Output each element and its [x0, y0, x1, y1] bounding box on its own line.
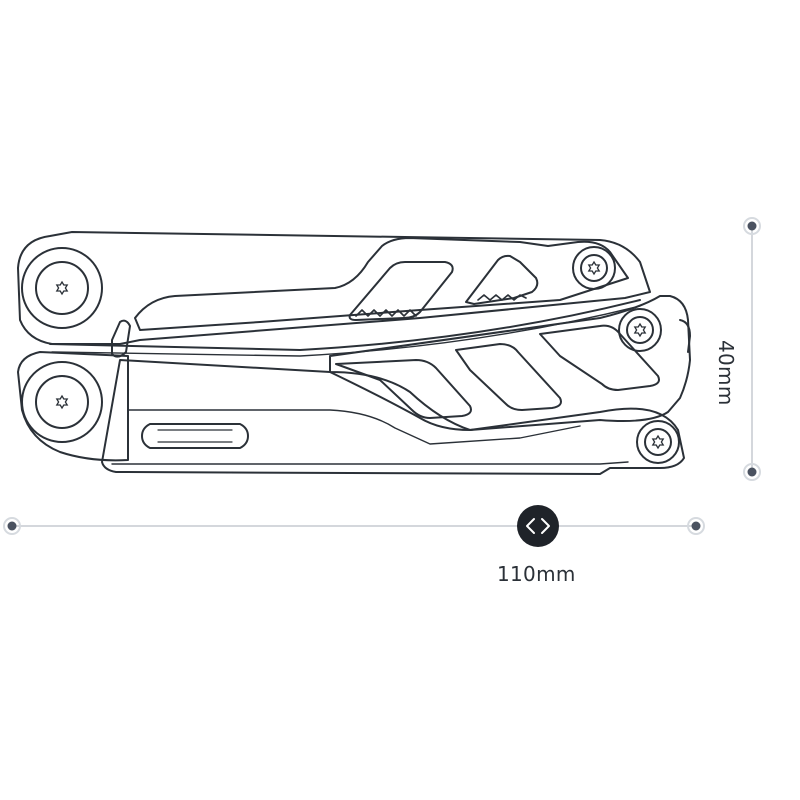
width-dim-start-dot — [7, 521, 17, 531]
screw-front-outer — [618, 308, 662, 352]
front-slot-1 — [335, 359, 472, 419]
front-slot-3 — [539, 324, 660, 391]
multitool-outline — [17, 231, 691, 475]
latch-knob — [141, 423, 249, 449]
lower-bottom-rail — [111, 461, 629, 465]
pivot-lower-inner — [35, 375, 89, 429]
upper-cover-plate — [134, 237, 629, 331]
height-dimension — [743, 217, 761, 481]
latch-knob-inner — [157, 429, 233, 443]
lower-body — [101, 359, 685, 475]
width-dimension — [3, 505, 705, 547]
lower-inner-line — [127, 409, 581, 445]
serration — [355, 309, 417, 317]
screw-upper-right-outer — [572, 246, 616, 290]
height-dim-end-dot — [747, 467, 757, 477]
height-dim-start-dot — [747, 221, 757, 231]
right-tab — [679, 319, 691, 353]
width-dim-end-dot — [691, 521, 701, 531]
screw-lower-right-outer — [636, 420, 680, 464]
width-dimension-label: 110mm — [497, 562, 576, 586]
pivot-tab — [111, 319, 131, 358]
pivot-lower-outer — [21, 361, 103, 443]
pivot-screws — [21, 246, 680, 464]
upper-handle — [17, 231, 651, 345]
chevron-left-right-icon — [526, 518, 550, 534]
screw-upper-right-inner — [580, 254, 608, 282]
front-slot-2 — [455, 343, 562, 411]
center-seam-2 — [51, 305, 641, 357]
expand-badge — [517, 505, 559, 547]
front-plate — [329, 295, 691, 431]
upper-cutout-1 — [348, 261, 454, 321]
screw-lower-right-inner — [644, 428, 672, 456]
pivot-upper-outer — [21, 247, 103, 329]
height-dimension-label: 40mm — [714, 340, 738, 406]
screw-front-inner — [626, 316, 654, 344]
lower-handle — [17, 351, 129, 462]
pivot-upper-inner — [35, 261, 89, 315]
center-seam — [49, 299, 641, 351]
serration-2 — [477, 294, 527, 301]
upper-cutout-2 — [465, 254, 539, 305]
